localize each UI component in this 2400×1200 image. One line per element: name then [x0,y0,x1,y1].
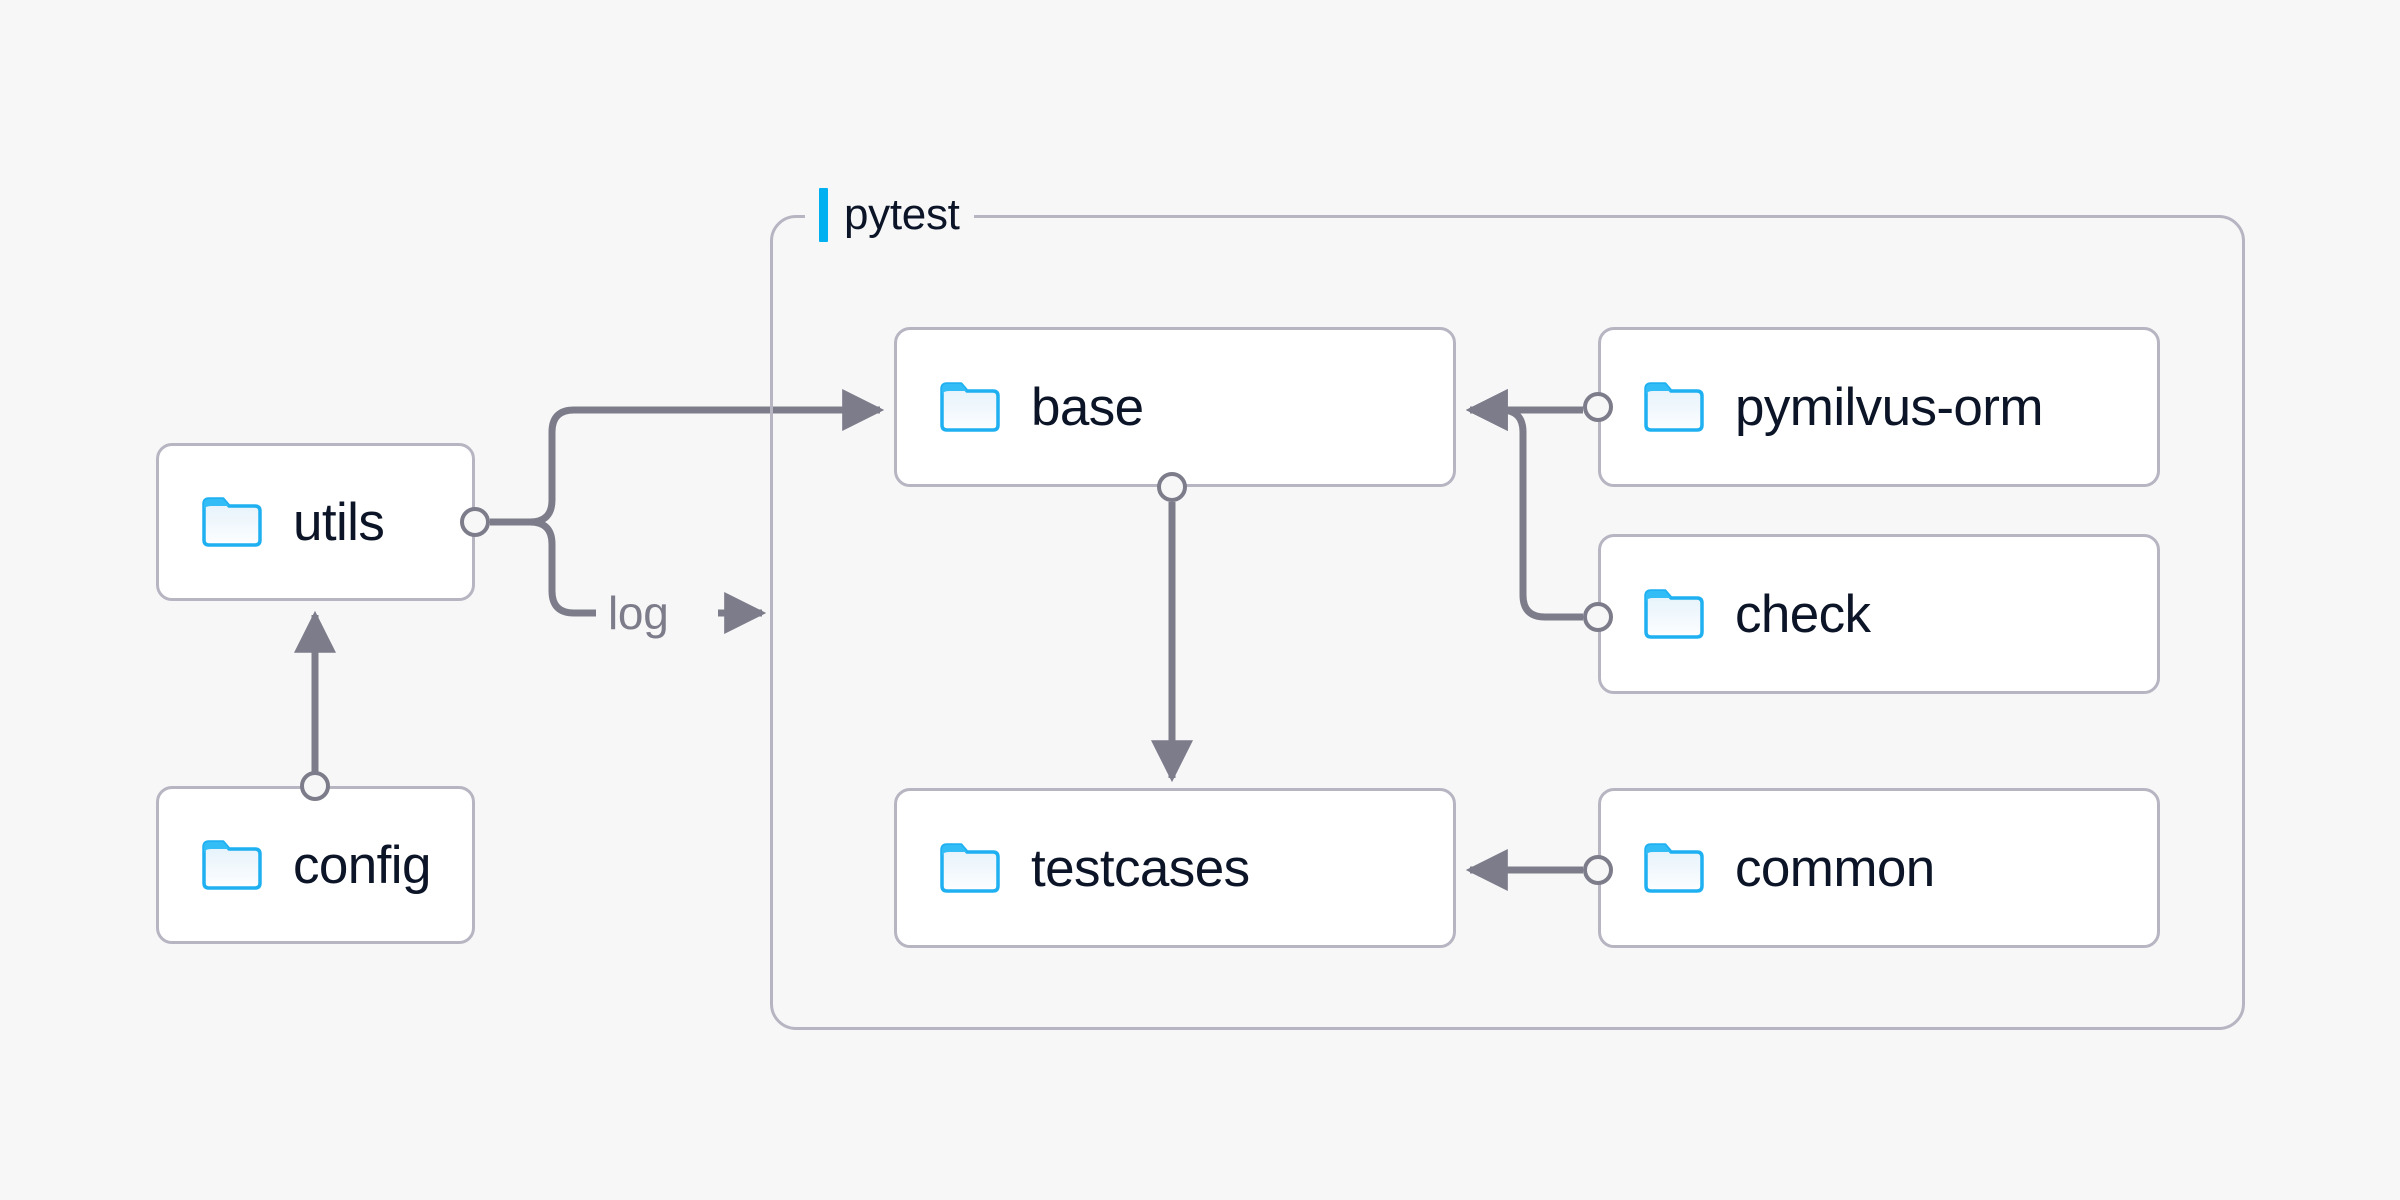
node-testcases-label: testcases [1031,838,1250,898]
node-check-label: check [1735,584,1871,644]
node-config-label: config [293,835,431,895]
node-common-label: common [1735,838,1935,898]
folder-icon [202,840,262,890]
folder-icon [940,843,1000,893]
port-check-left[interactable] [1583,602,1613,632]
edge-label-log: log [600,586,677,640]
port-common-left[interactable] [1583,855,1613,885]
node-testcases[interactable]: testcases [894,788,1456,948]
port-pymilvus-orm-left[interactable] [1583,392,1613,422]
folder-icon [1644,382,1704,432]
node-base-label: base [1031,377,1144,437]
port-base-bottom[interactable] [1157,472,1187,502]
group-label-text: pytest [844,190,960,239]
node-utils-label: utils [293,492,385,552]
edge-utils-to-log [490,518,596,617]
node-config[interactable]: config [156,786,475,944]
node-common[interactable]: common [1598,788,2160,948]
port-config-top[interactable] [300,771,330,801]
port-utils-right[interactable] [460,507,490,537]
node-pymilvus-orm[interactable]: pymilvus-orm [1598,327,2160,487]
node-check[interactable]: check [1598,534,2160,694]
node-base[interactable]: base [894,327,1456,487]
group-pytest-label: pytest [805,188,974,242]
folder-icon [202,497,262,547]
node-pymilvus-orm-label: pymilvus-orm [1735,377,2043,437]
folder-icon [940,382,1000,432]
folder-icon [1644,589,1704,639]
node-utils[interactable]: utils [156,443,475,601]
group-accent-bar [819,188,828,242]
folder-icon [1644,843,1704,893]
group-pytest[interactable] [770,215,2245,1030]
